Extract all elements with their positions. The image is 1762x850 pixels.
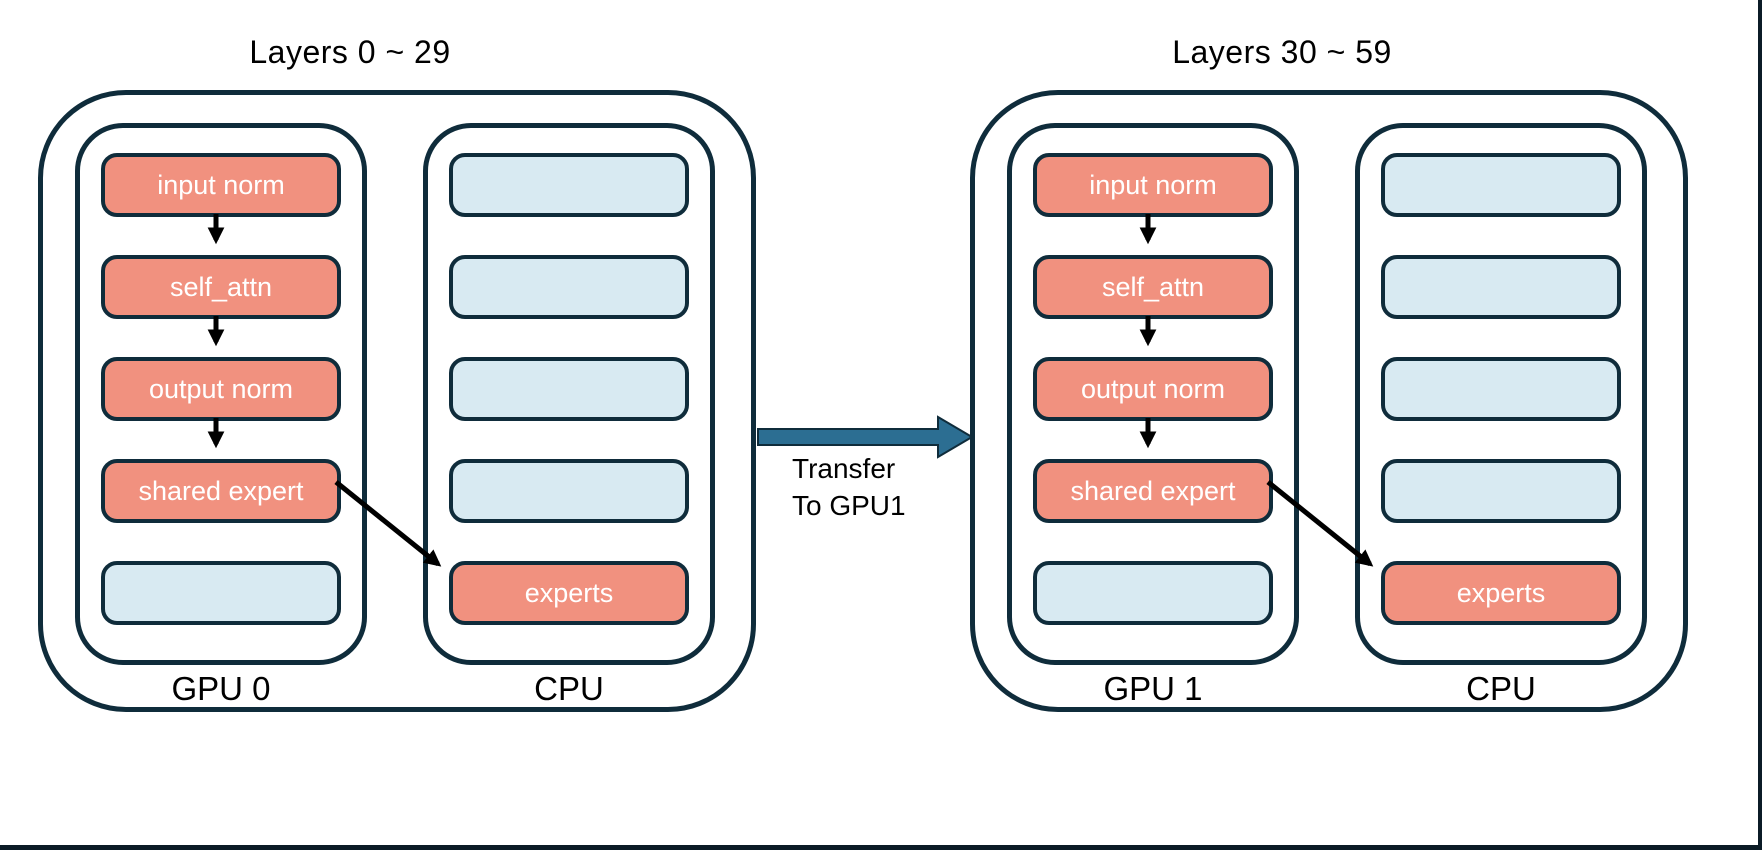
self-attn-box: self_attn [1033, 255, 1273, 319]
cpu-label-left: CPU [534, 670, 604, 707]
transfer-label: Transfer To GPU1 [792, 450, 1012, 524]
transfer-label-line2: To GPU1 [792, 490, 906, 521]
gpu0-column: input norm self_attn output norm shared … [75, 123, 367, 665]
gpu1-column: input norm self_attn output norm shared … [1007, 123, 1299, 665]
output-norm-box: output norm [1033, 357, 1273, 421]
gpu0-label: GPU 0 [171, 670, 271, 707]
empty-slot-box [449, 255, 689, 319]
transfer-label-line1: Transfer [792, 453, 896, 484]
cpu-column-left: experts [423, 123, 715, 665]
input-norm-box: input norm [1033, 153, 1273, 217]
offload-arrow-shared-to-experts [1266, 480, 1374, 567]
output-norm-box: output norm [101, 357, 341, 421]
left-group-title: Layers 0 ~ 29 [249, 34, 451, 70]
shared-expert-box: shared expert [1033, 459, 1273, 523]
frame-right-edge [1758, 0, 1762, 850]
empty-slot-box [1381, 255, 1621, 319]
empty-slot-box [449, 357, 689, 421]
empty-slot-box [449, 153, 689, 217]
gpu1-label: GPU 1 [1103, 670, 1203, 707]
cpu-column-right: experts [1355, 123, 1647, 665]
experts-box: experts [449, 561, 689, 625]
offload-arrow-shared-to-experts [334, 480, 442, 567]
empty-slot-box [101, 561, 341, 625]
cpu-label-right: CPU [1466, 670, 1536, 707]
empty-slot-box [449, 459, 689, 523]
frame-bottom-edge [0, 845, 1762, 850]
empty-slot-box [1381, 357, 1621, 421]
input-norm-box: input norm [101, 153, 341, 217]
right-group-title: Layers 30 ~ 59 [1172, 34, 1392, 70]
layer-group-0-29: input norm self_attn output norm shared … [38, 90, 756, 712]
layer-group-30-59: input norm self_attn output norm shared … [970, 90, 1688, 712]
self-attn-box: self_attn [101, 255, 341, 319]
empty-slot-box [1381, 459, 1621, 523]
empty-slot-box [1033, 561, 1273, 625]
experts-box: experts [1381, 561, 1621, 625]
transfer-arrow [757, 415, 974, 459]
empty-slot-box [1381, 153, 1621, 217]
shared-expert-box: shared expert [101, 459, 341, 523]
